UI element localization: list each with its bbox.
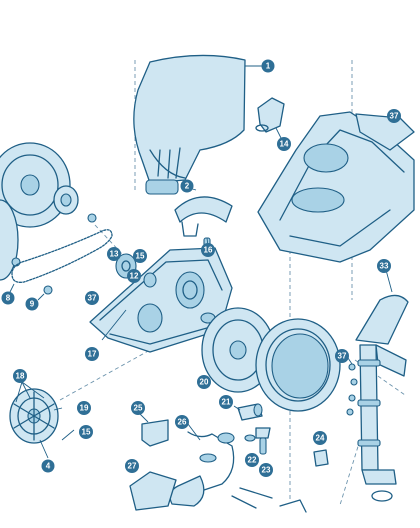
drive-gear (9, 381, 75, 459)
callout: 37 (335, 349, 349, 363)
svg-text:25: 25 (134, 404, 143, 413)
svg-text:18: 18 (16, 372, 25, 381)
feed-hose-assembly (169, 423, 235, 507)
callout: 16 (201, 243, 215, 257)
callout: 1 (261, 59, 275, 73)
callout: 15 (133, 249, 147, 263)
right-wheel (201, 307, 341, 412)
svg-text:22: 22 (248, 456, 257, 465)
svg-text:24: 24 (316, 434, 325, 443)
base-plate (129, 471, 307, 513)
callout: 37 (85, 291, 99, 305)
callout: 20 (197, 375, 211, 389)
callout: 24 (313, 431, 327, 445)
left-wheel-upper (0, 142, 97, 228)
svg-text:37: 37 (390, 112, 399, 121)
svg-text:16: 16 (204, 246, 213, 255)
callout: 9 (25, 297, 39, 311)
svg-text:37: 37 (338, 352, 347, 361)
svg-text:26: 26 (178, 418, 187, 427)
svg-text:37: 37 (88, 294, 97, 303)
svg-text:12: 12 (130, 272, 139, 281)
callout: 27 (125, 459, 139, 473)
svg-text:4: 4 (46, 462, 51, 471)
hose-weight (139, 413, 169, 447)
svg-text:2: 2 (185, 182, 190, 191)
svg-text:1: 1 (266, 62, 271, 71)
svg-text:20: 20 (200, 378, 209, 387)
callout: 19 (77, 401, 91, 415)
callout: 26 (175, 415, 189, 429)
callout: 13 (107, 247, 121, 261)
callout: 14 (277, 137, 291, 151)
svg-text:27: 27 (128, 462, 137, 471)
svg-text:9: 9 (30, 300, 35, 309)
callout: 25 (131, 401, 145, 415)
svg-text:19: 19 (80, 404, 89, 413)
callout: 22 (245, 453, 259, 467)
screw-set (346, 357, 358, 416)
svg-text:21: 21 (222, 398, 231, 407)
callout: 8 (1, 291, 15, 305)
callout: 33 (377, 259, 391, 273)
debris-bag (133, 54, 262, 195)
drive-belt (9, 229, 113, 301)
top-cover-piece (174, 185, 233, 237)
svg-text:15: 15 (82, 428, 91, 437)
callout: 12 (127, 269, 141, 283)
callout: 15 (79, 425, 93, 439)
svg-text:15: 15 (136, 252, 145, 261)
callout: 21 (219, 395, 233, 409)
svg-text:8: 8 (6, 294, 11, 303)
callout: 17 (85, 347, 99, 361)
svg-text:17: 17 (88, 350, 97, 359)
svg-text:23: 23 (262, 466, 271, 475)
callout: 18 (13, 369, 27, 383)
callout: 2 (180, 179, 194, 193)
callout: 4 (41, 459, 55, 473)
callout: 23 (259, 463, 273, 477)
bag-clip (255, 97, 285, 141)
callouts: 1 2 14 37 33 13 15 16 12 37 8 9 17 18 19… (1, 59, 401, 477)
top-body-shell (257, 111, 415, 263)
hose-fittings (233, 403, 271, 455)
callout: 37 (387, 109, 401, 123)
small-bracket (313, 449, 329, 467)
svg-text:14: 14 (280, 140, 289, 149)
svg-text:33: 33 (380, 262, 389, 271)
swivel-hose (355, 269, 409, 502)
svg-text:13: 13 (110, 250, 119, 259)
